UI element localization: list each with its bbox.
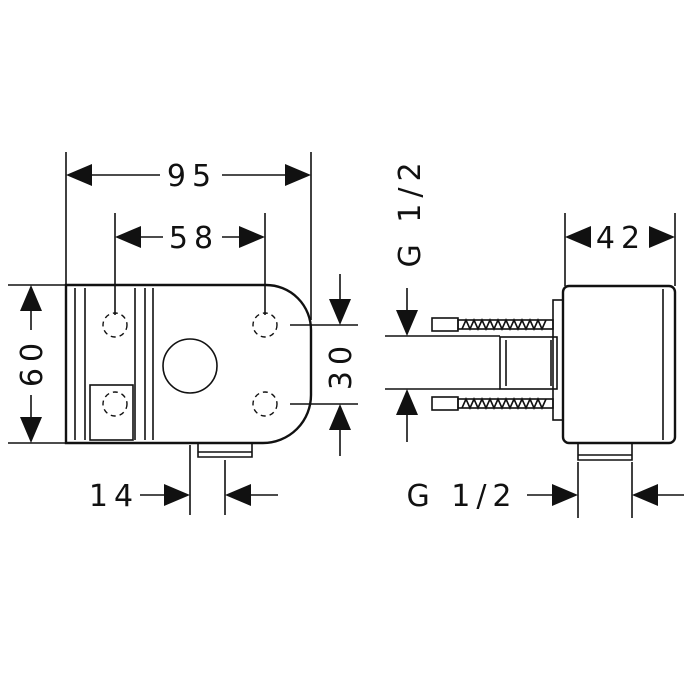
side-body-outline xyxy=(561,284,677,445)
dim-label-14: 14 xyxy=(89,479,139,514)
front-view xyxy=(64,283,313,458)
hidden-hole xyxy=(252,312,278,338)
dim-thread-bottom: G 1/2 xyxy=(406,462,684,518)
dim-label-58: 58 xyxy=(169,221,219,256)
side-connector xyxy=(577,443,633,461)
dim-label-42: 42 xyxy=(596,221,646,256)
hidden-hole xyxy=(102,391,128,417)
threaded-pin-bottom xyxy=(431,396,554,411)
side-back-plate xyxy=(552,299,564,421)
side-middle-block xyxy=(499,336,558,390)
dim-outlet-offset-14: 14 xyxy=(89,445,278,515)
dim-depth-42: 42 xyxy=(564,213,676,286)
dim-hole-spacing-58: 58 xyxy=(114,213,266,315)
side-view xyxy=(431,284,677,461)
dim-label-30: 30 xyxy=(324,340,359,390)
front-pocket xyxy=(89,384,134,441)
dim-hole-spacing-30: 30 xyxy=(290,274,359,456)
hidden-hole xyxy=(102,312,128,338)
front-body-outline xyxy=(64,283,313,445)
dim-height-60: 60 xyxy=(8,284,66,444)
dim-label-thread-bottom: G 1/2 xyxy=(406,479,517,514)
hidden-hole xyxy=(252,391,278,417)
front-connector xyxy=(197,443,253,458)
outlet-circle xyxy=(162,338,218,394)
dim-thread-top: G 1/2 xyxy=(385,156,500,442)
dim-label-60: 60 xyxy=(15,337,50,387)
dim-width-95: 95 xyxy=(65,152,312,320)
dim-label-95: 95 xyxy=(167,159,217,194)
dim-label-thread-top: G 1/2 xyxy=(393,156,428,267)
threaded-pin-top xyxy=(431,317,554,332)
